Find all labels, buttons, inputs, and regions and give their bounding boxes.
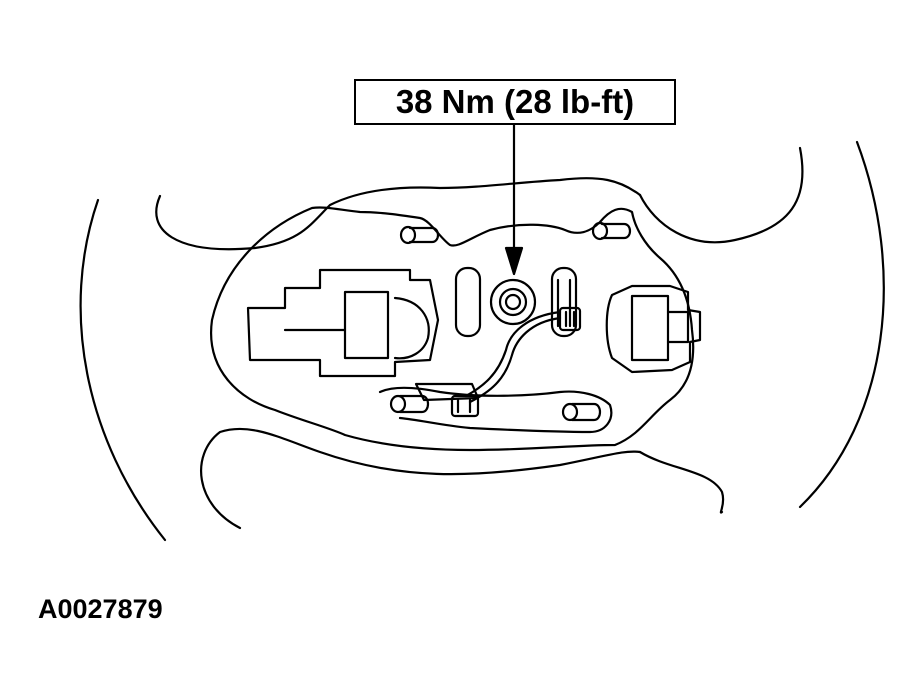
- hub-slot-left: [454, 266, 482, 338]
- left-spoke-bracket: [393, 296, 430, 360]
- wire-harness-outer: [464, 310, 562, 398]
- wheel-rim-inner-lower-right: [638, 450, 725, 514]
- wheel-rim-left-arc: [79, 198, 167, 542]
- torque-callout-box: 38 Nm (28 lb-ft): [354, 79, 676, 125]
- center-bolt-outer: [489, 278, 537, 326]
- torque-spec-label: 38 Nm (28 lb-ft): [395, 83, 635, 120]
- right-spoke-inner-block: [630, 294, 670, 362]
- callout-arrowhead: [504, 246, 524, 276]
- left-spoke-recess: [246, 268, 440, 378]
- wheel-rim-inner-lower-left: [199, 427, 642, 530]
- figure-id-label: A0027879: [38, 594, 163, 624]
- wheel-rim-inner-upper-right: [638, 146, 804, 244]
- wire-connector-lower: [414, 382, 480, 418]
- wire-harness: [468, 316, 562, 404]
- lower-hub-channel: [378, 386, 613, 434]
- left-spoke-block: [343, 290, 390, 360]
- guide-pin-upper-left: [399, 225, 440, 245]
- guide-pin-lower-right: [561, 402, 602, 422]
- hub-outline: [210, 206, 695, 452]
- wheel-rim-right-arc: [798, 140, 885, 509]
- guide-pin-upper-right: [591, 221, 632, 241]
- right-spoke-recess: [605, 284, 702, 374]
- wire-connector-upper: [558, 306, 582, 332]
- center-bolt-inner: [498, 287, 528, 317]
- right-spoke-tab: [666, 310, 690, 344]
- wheel-rim-inner-upper-left: [155, 177, 642, 251]
- hub-slot-right: [550, 266, 578, 338]
- center-bolt-core: [504, 293, 522, 311]
